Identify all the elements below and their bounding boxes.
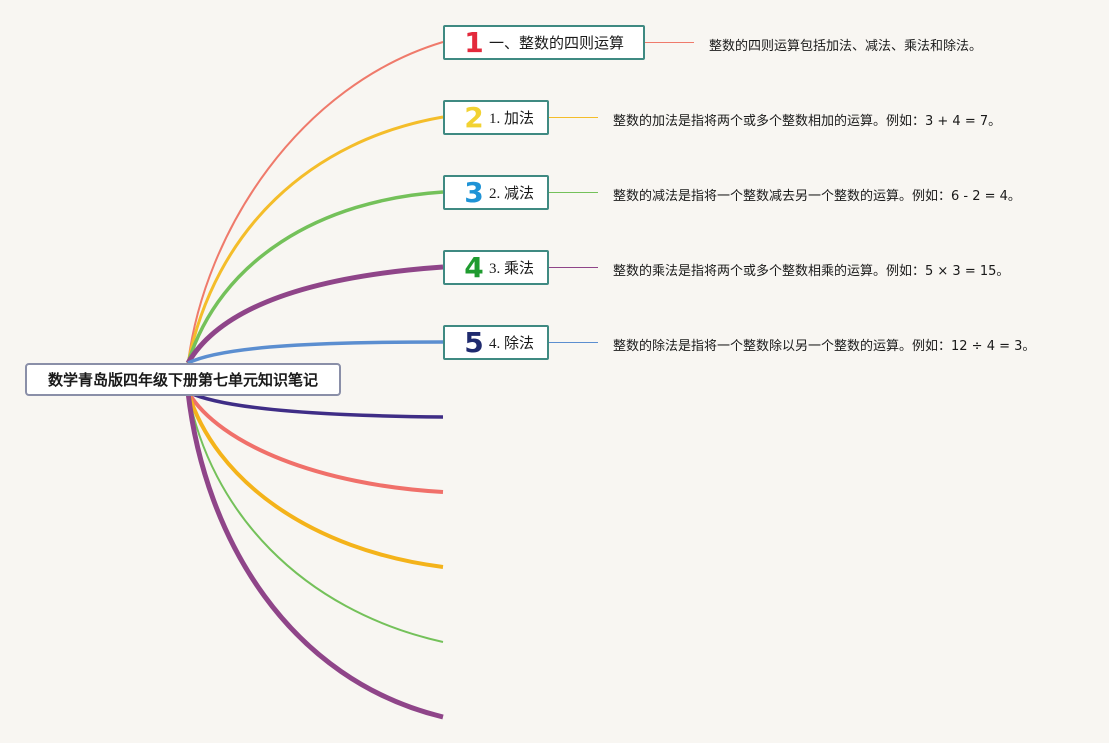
topic-label-2: 1. 加法 — [489, 111, 535, 127]
branch-1 — [187, 41, 444, 364]
topic-node-1[interactable]: 1 一、整数的四则运算 — [443, 25, 645, 60]
empty-branch-3 — [186, 391, 444, 569]
topic-node-2[interactable]: 2 1. 加法 — [443, 100, 549, 135]
branch-3 — [186, 190, 444, 364]
topic-description-1: 整数的四则运算包括加法、减法、乘法和除法。 — [709, 39, 983, 54]
root-title: 数学青岛版四年级下册第七单元知识笔记 — [47, 371, 318, 389]
number-1-icon: 1 — [464, 25, 484, 59]
empty-branch-2 — [186, 390, 444, 494]
connector-2 — [549, 117, 598, 118]
number-4-icon: 4 — [464, 250, 484, 284]
topic-label-5: 4. 除法 — [489, 336, 535, 352]
topic-node-3[interactable]: 3 2. 减法 — [443, 175, 549, 210]
connector-4 — [549, 267, 598, 268]
topic-node-4[interactable]: 4 3. 乘法 — [443, 250, 549, 285]
topic-label-4: 3. 乘法 — [489, 261, 535, 277]
empty-branch-4 — [187, 391, 444, 643]
connector-5 — [549, 342, 598, 343]
topic-label-3: 2. 减法 — [489, 186, 535, 202]
number-2-icon: 2 — [464, 100, 484, 134]
topic-description-3: 整数的减法是指将一个整数减去另一个整数的运算。例如：6 - 2 = 4。 — [613, 189, 1021, 204]
topic-description-4: 整数的乘法是指将两个或多个整数相乘的运算。例如：5 × 3 = 15。 — [613, 264, 1010, 279]
branch-4 — [185, 264, 444, 365]
branch-2 — [186, 115, 444, 364]
topic-node-5[interactable]: 5 4. 除法 — [443, 325, 549, 360]
branch-5 — [187, 340, 444, 365]
topic-label-1: 一、整数的四则运算 — [489, 34, 625, 52]
connector-1 — [645, 42, 694, 43]
root-topic[interactable]: 数学青岛版四年级下册第七单元知识笔记 — [25, 363, 341, 396]
empty-branch-5 — [185, 391, 444, 720]
number-3-icon: 3 — [464, 175, 484, 209]
topic-description-2: 整数的加法是指将两个或多个整数相加的运算。例如：3 + 4 = 7。 — [613, 114, 1002, 129]
number-5-icon: 5 — [464, 325, 484, 359]
connector-3 — [549, 192, 598, 193]
empty-branch-1 — [187, 390, 444, 419]
topic-description-5: 整数的除法是指将一个整数除以另一个整数的运算。例如：12 ÷ 4 = 3。 — [613, 339, 1036, 354]
